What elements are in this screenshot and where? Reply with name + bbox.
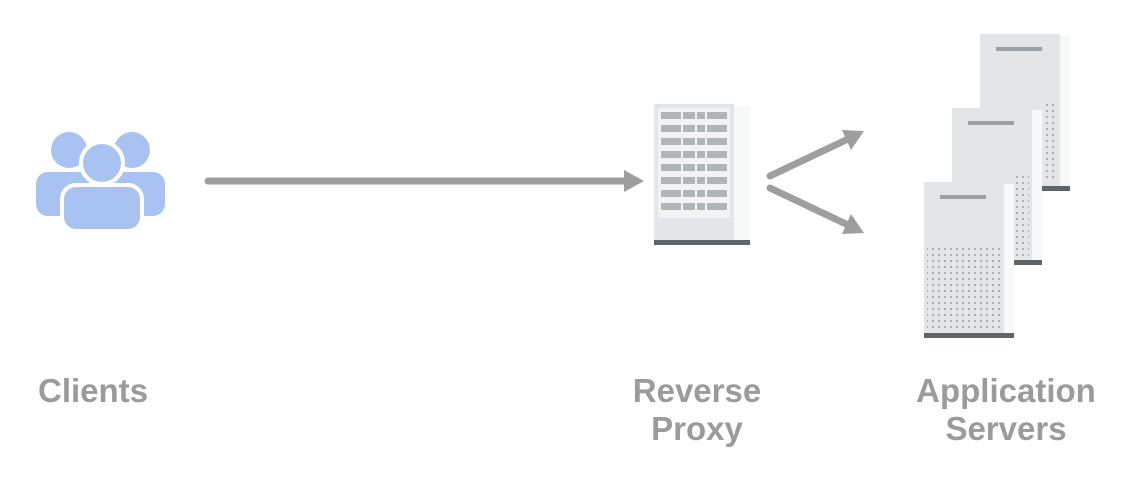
arrow-clients-to-proxy — [204, 170, 644, 192]
clients-label: Clients — [38, 372, 149, 409]
arrow-proxy-to-server-upper — [766, 130, 864, 180]
users-icon — [36, 132, 165, 233]
reverse-proxy-server-icon — [654, 104, 750, 245]
reverse-proxy-label: Reverse Proxy — [632, 372, 762, 447]
application-server-icon-front — [924, 182, 1014, 338]
application-servers-label: Application Servers — [916, 372, 1096, 447]
arrow-proxy-to-server-lower — [766, 184, 864, 234]
